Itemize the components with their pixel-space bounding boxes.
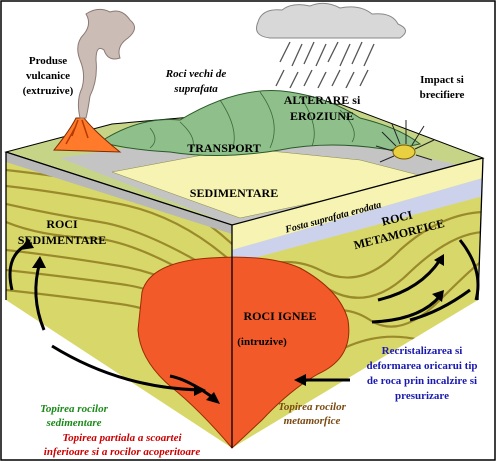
label-recrist-1: Recristalizarea si [382,345,463,357]
label-sedimentare: SEDIMENTARE [190,186,278,200]
label-topirea-sed-1: Topirea rocilor [40,403,108,415]
smoke-plume-icon [77,8,135,119]
label-topirea-meta-1: Topirea rocilor [278,401,346,413]
label-roci-sed-2: SEDIMENTARE [18,233,106,247]
label-vulcanice: vulcanice [26,70,70,82]
label-extruzive: (extruzive) [23,85,74,97]
label-topirea-partiala-2: inferioare si a rocilor acoperitoare [44,446,201,458]
label-topirea-sed-2: sedimentare [46,417,102,429]
label-produse: Produse [29,55,67,67]
label-intruzive: (intruzive) [237,336,287,348]
label-transport: TRANSPORT [187,141,261,155]
impact-burst-icon [375,120,435,163]
label-roci-sed-1: ROCI [46,217,78,231]
rain-cloud-icon [256,2,406,89]
label-topirea-partiala-1: Topirea partiala a scoartei [62,432,182,444]
label-topirea-meta-2: metamorfice [284,415,341,427]
label-recrist-3: de roca prin incalzire si [367,375,477,387]
arrowheads [20,238,444,404]
label-suprafata: suprafata [173,83,218,95]
volcano-icon [52,117,122,153]
label-recrist-2: deformarea oricarui tip [367,360,478,372]
label-recrist-4: presurizare [395,390,449,402]
hills [98,90,422,157]
label-impact: Impact si [420,74,464,86]
label-roci-vechi: Roci vechi de [165,68,227,80]
label-alterare: ALTERARE si [284,93,361,107]
label-roci-ignee: ROCI IGNEE [243,309,316,323]
label-brecifiere: brecifiere [420,89,465,101]
label-eroziune: EROZIUNE [290,109,354,123]
